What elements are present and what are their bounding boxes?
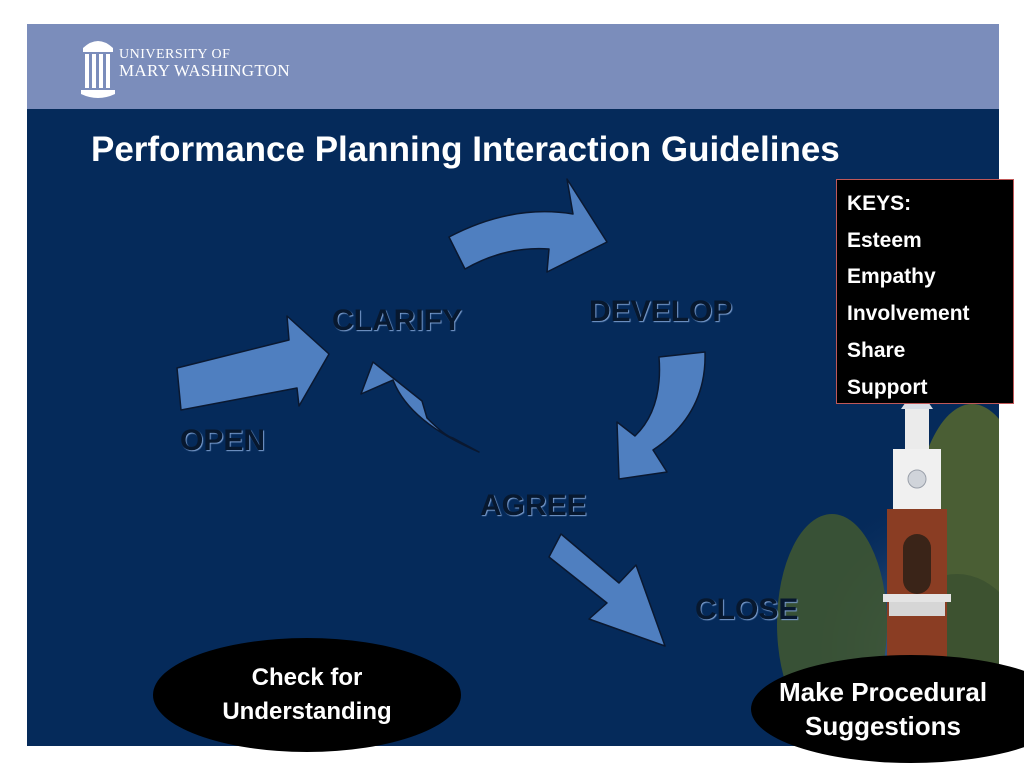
keys-item: Share	[847, 338, 906, 362]
university-logo-icon	[81, 41, 115, 98]
step-close: CLOSE	[695, 593, 799, 626]
arrow-agree-to-close	[548, 533, 666, 647]
keys-item: Involvement	[847, 302, 970, 326]
step-open: OPEN	[180, 424, 266, 457]
keys-item: Support	[847, 375, 928, 399]
step-clarify: CLARIFY	[332, 304, 462, 337]
header-band	[27, 24, 999, 109]
step-agree: AGREE	[480, 489, 587, 522]
keys-box: KEYS: Esteem Empathy Involvement Share S…	[836, 179, 1014, 404]
keys-heading: KEYS:	[847, 192, 912, 215]
oval-left-line-1: Check for	[251, 664, 363, 691]
step-develop: DEVELOP	[589, 295, 733, 328]
oval-right-line-2: Suggestions	[804, 711, 961, 741]
arrow-agree-to-clarify	[360, 361, 480, 453]
cycle-arrows	[176, 178, 706, 647]
arrow-develop-to-agree	[616, 351, 706, 480]
slide-title: Performance Planning Interaction Guideli…	[91, 130, 840, 169]
check-understanding-oval: Check for Understanding	[153, 638, 461, 752]
oval-right-line-1: Make Procedural	[778, 677, 988, 707]
procedural-suggestions-oval: Make Procedural Suggestions	[751, 655, 1024, 763]
wordmark-line-1: UNIVERSITY OF	[119, 47, 231, 62]
keys-item: Empathy	[847, 265, 936, 289]
university-wordmark: UNIVERSITY OF MARY WASHINGTON	[119, 47, 290, 79]
wordmark-line-2: MARY WASHINGTON	[119, 61, 290, 80]
arrow-open-to-clarify	[176, 315, 330, 411]
arrow-clarify-to-develop	[448, 178, 608, 273]
oval-left-line-2: Understanding	[222, 698, 392, 725]
keys-item: Esteem	[847, 228, 922, 252]
